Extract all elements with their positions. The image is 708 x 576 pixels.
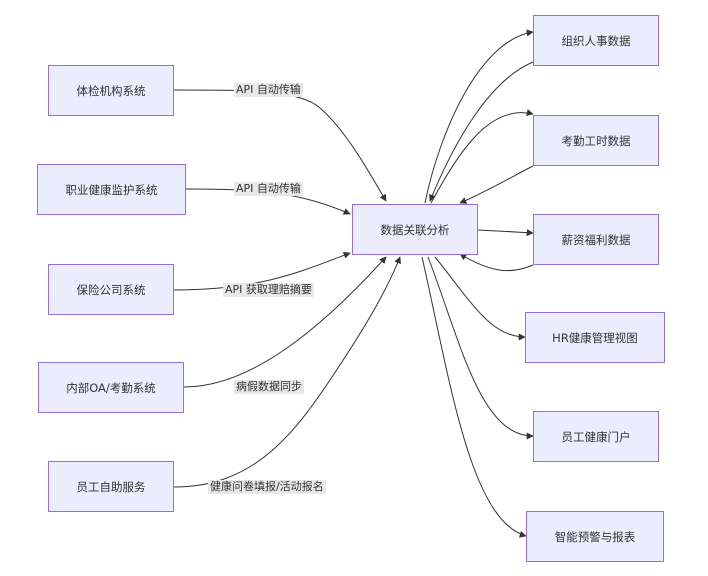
edge-label-tijian: API 自动传输 (234, 83, 303, 97)
node-zizhu: 员工自助服务 (48, 461, 174, 512)
edge-center-kaoqin (430, 109, 534, 204)
edge-label-zizhu: 健康问卷填报/活动报名 (208, 480, 326, 494)
node-xinzi: 薪资福利数据 (533, 214, 659, 265)
edge-label-baoxian: API 获取理赔摘要 (223, 283, 314, 297)
edge-baoxian-center (173, 251, 351, 291)
node-zuzhi: 组织人事数据 (533, 15, 659, 66)
edge-kaoqin-center (459, 165, 534, 204)
edge-center-zuzhi (424, 29, 534, 204)
edge-tijian-center (173, 89, 387, 202)
node-tijian: 体检机构系统 (48, 65, 174, 116)
node-kaoqin: 考勤工时数据 (533, 115, 659, 166)
edge-zuzhi-center (429, 61, 534, 202)
edge-label-zhiye: API 自动传输 (234, 182, 303, 196)
edge-center-xinzi (477, 229, 534, 237)
node-zhiye: 职业健康监护系统 (37, 164, 186, 215)
node-hrview: HR健康管理视图 (525, 312, 665, 363)
edge-center-hrview (434, 256, 526, 341)
node-neibu: 内部OA/考勤系统 (38, 362, 184, 413)
edge-center-yujing (421, 256, 527, 538)
node-yujing: 智能预警与报表 (526, 511, 664, 562)
edge-label-neibu: 病假数据同步 (234, 380, 304, 394)
edge-neibu-center (183, 256, 387, 388)
edge-center-menhu (427, 256, 534, 440)
edge-zizhu-center (173, 256, 401, 488)
edge-xinzi-center (459, 253, 534, 272)
node-center: 数据关联分析 (352, 204, 478, 255)
node-menhu: 员工健康门户 (533, 411, 659, 462)
node-baoxian: 保险公司系统 (48, 264, 174, 315)
